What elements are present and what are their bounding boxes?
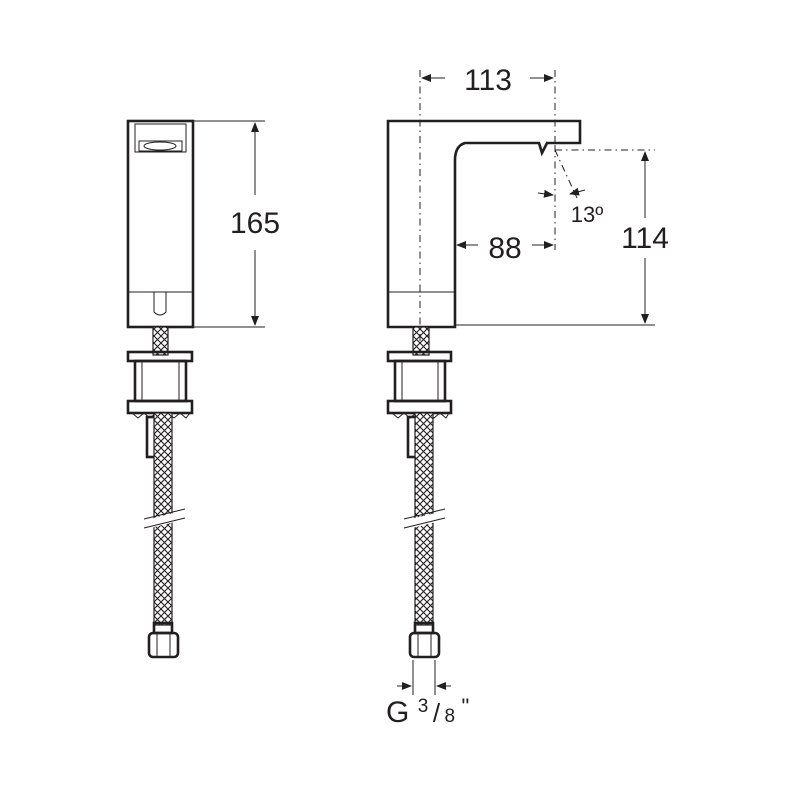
side-hose-connector-nut — [408, 631, 441, 659]
dim-angle-13: 13º — [571, 202, 604, 227]
connection-suffix: " — [462, 694, 470, 719]
dim-width-113: 113 — [464, 64, 512, 97]
side-angle-arrow-right — [569, 187, 586, 196]
front-hose-connector-nut — [147, 631, 180, 659]
connection-numerator: 3 — [418, 696, 429, 717]
side-faucet-body — [386, 119, 582, 329]
front-mount-flange — [126, 399, 194, 415]
side-threaded-rod — [412, 326, 430, 356]
side-view: 113 13º 88 114 G 3 / 8 " — [386, 64, 669, 729]
side-hose-break-top — [403, 508, 446, 520]
side-angle-arrow-left — [537, 189, 554, 198]
front-aerator-outlet — [138, 140, 183, 152]
side-mount-flange — [386, 399, 453, 415]
connection-denominator: 8 — [445, 706, 456, 727]
dim-height-114: 114 — [621, 222, 669, 255]
dim-height-165: 165 — [230, 207, 280, 240]
side-spout-stream-line — [554, 149, 578, 199]
front-hose-break-top — [143, 508, 186, 520]
connection-slash: / — [433, 698, 441, 728]
dim-reach-88: 88 — [488, 232, 521, 265]
front-threaded-rod — [152, 326, 169, 356]
front-aerator-hole — [143, 141, 177, 151]
front-view: 165 — [126, 119, 280, 659]
front-hose-break-gap — [139, 510, 185, 531]
front-aerator — [134, 123, 187, 153]
front-mount-nut — [133, 359, 188, 403]
connection-prefix: G — [386, 696, 409, 729]
front-hose-break-bottom — [143, 517, 186, 529]
side-hose-break-bottom — [403, 517, 446, 529]
front-sensor-window — [153, 292, 167, 316]
connection-label: G 3 / 8 " — [386, 694, 469, 729]
